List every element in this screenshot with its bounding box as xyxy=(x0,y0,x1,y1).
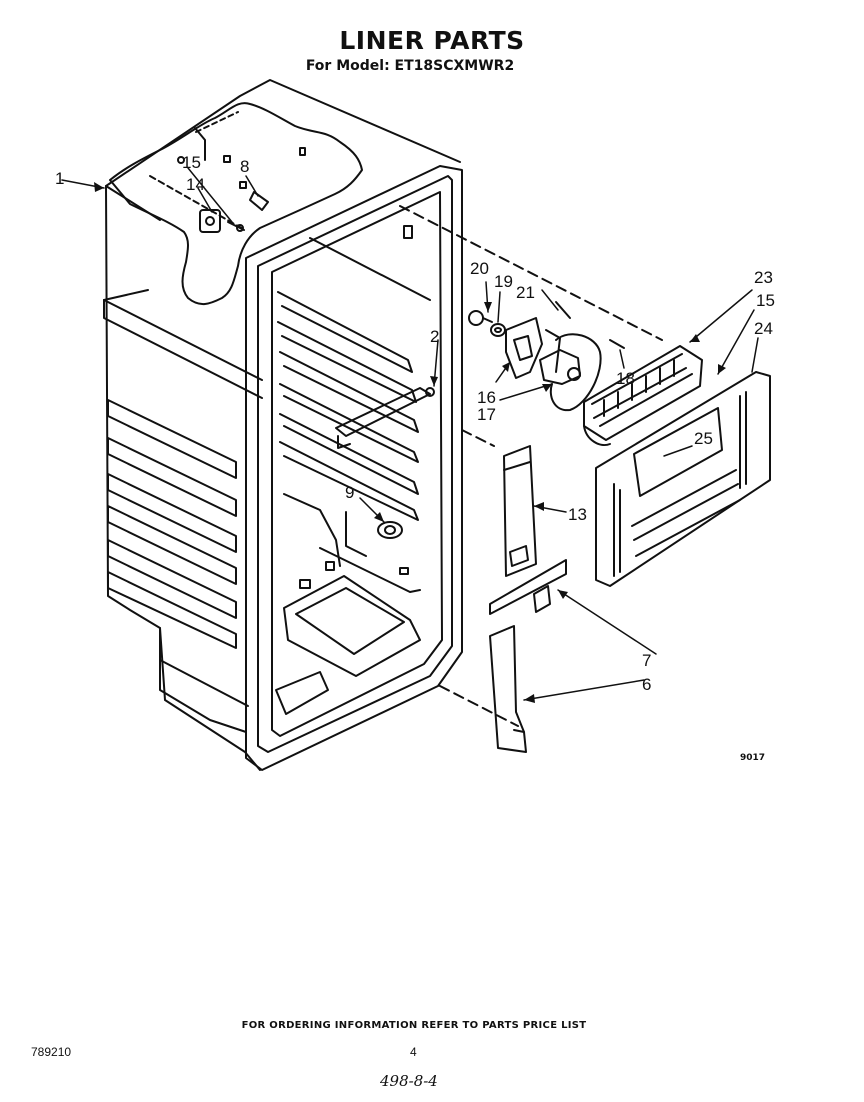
callout-2: 2 xyxy=(430,327,439,346)
callout-7: 7 xyxy=(642,651,651,670)
leader-lines xyxy=(61,167,759,701)
callout-21: 21 xyxy=(516,283,535,302)
callout-23: 23 xyxy=(754,268,773,287)
callout-1: 1 xyxy=(55,169,64,188)
part-6-duct-cover xyxy=(489,625,527,753)
callout-24: 24 xyxy=(754,319,773,338)
figure-code: 9017 xyxy=(740,753,765,763)
callout-18: 18 xyxy=(616,369,635,388)
liner-cabinet xyxy=(103,79,663,771)
page-number: 4 xyxy=(410,1045,417,1059)
callout-6: 6 xyxy=(642,675,651,694)
fan-motor-assembly xyxy=(468,301,625,412)
document-number: 789210 xyxy=(31,1045,72,1059)
callout-15-freezer: 15 xyxy=(182,153,201,172)
callout-19: 19 xyxy=(494,272,513,291)
model-subtitle: For Model: ET18SCXMWR2 xyxy=(305,58,515,74)
callout-25: 25 xyxy=(694,429,713,448)
callout-13: 13 xyxy=(568,505,587,524)
page-title: LINER PARTS xyxy=(339,26,525,55)
callout-14: 14 xyxy=(186,175,205,194)
part-2-light-socket xyxy=(335,387,435,449)
ordering-note: FOR ORDERING INFORMATION REFER TO PARTS … xyxy=(241,1020,587,1031)
callout-17: 17 xyxy=(477,405,496,424)
part-23-fan-shroud xyxy=(583,345,703,446)
part-13-air-duct xyxy=(503,445,537,577)
arrowheads xyxy=(94,182,726,703)
parts-8-14-15-freezer xyxy=(199,191,269,233)
part-9-cold-control xyxy=(377,521,403,539)
handwritten-code: 498-8-4 xyxy=(380,1072,438,1090)
callout-labels: 1 2 6 7 8 9 13 14 15 15 16 17 18 19 20 2… xyxy=(55,153,775,763)
callout-8: 8 xyxy=(240,157,249,176)
part-7-baffle xyxy=(489,559,567,615)
callout-20: 20 xyxy=(470,259,489,278)
part-24-rear-panel xyxy=(595,371,771,587)
callout-9: 9 xyxy=(345,483,354,502)
callout-15-shroud: 15 xyxy=(756,291,775,310)
callout-16: 16 xyxy=(477,388,496,407)
